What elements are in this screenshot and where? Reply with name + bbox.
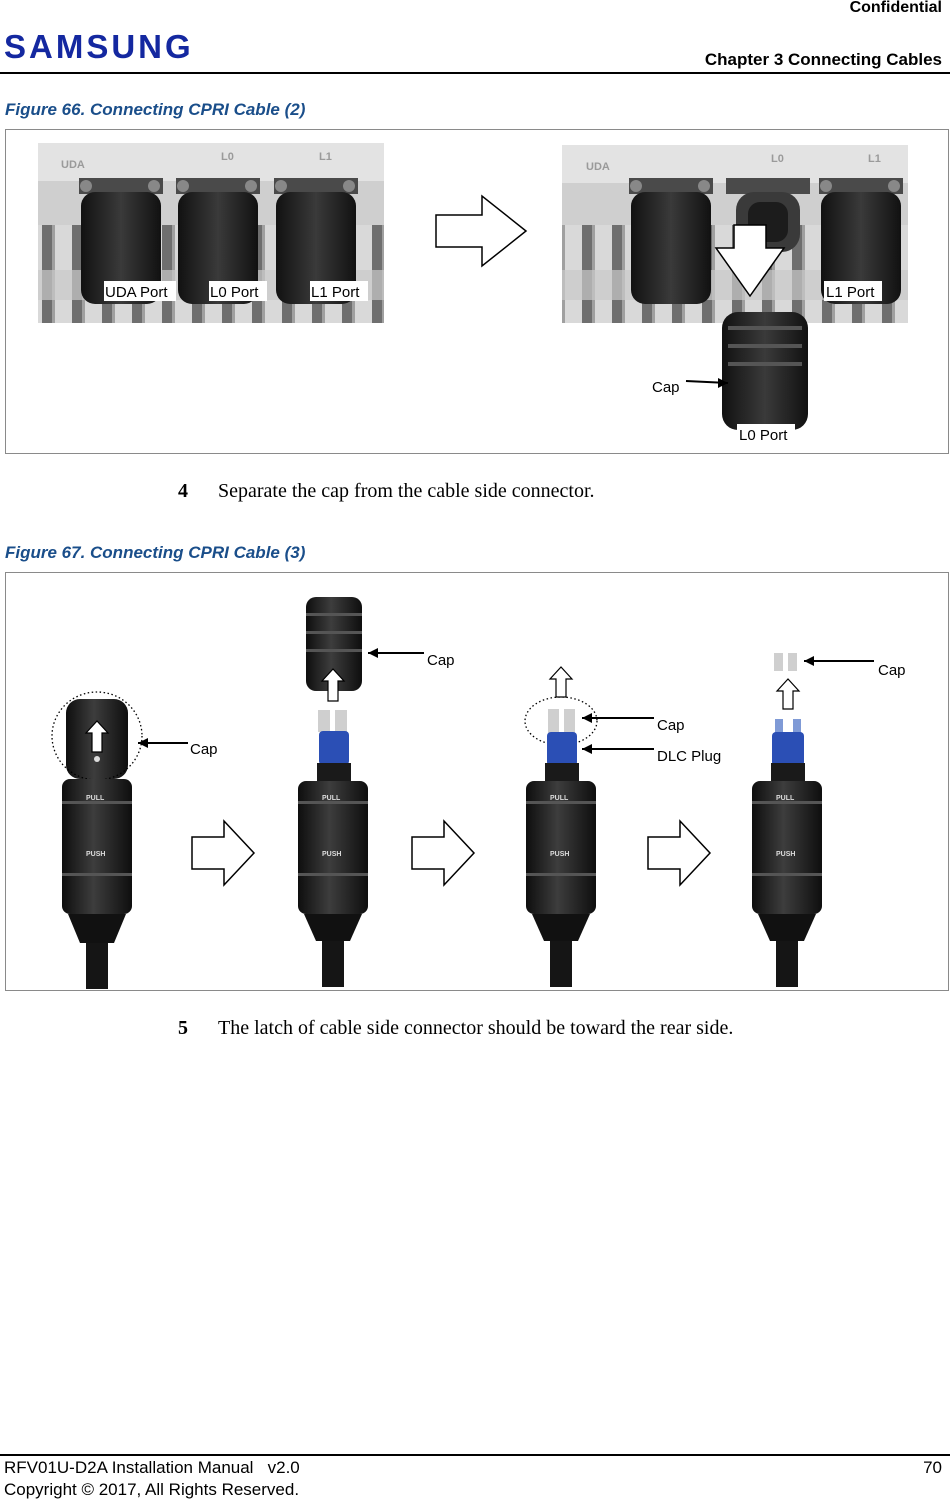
panel-uda-marking-right: UDA xyxy=(586,161,610,173)
panel-l0-marking-right: L0 xyxy=(771,153,784,165)
uda-port-cap xyxy=(79,178,163,304)
footer-manual-title: RFV01U-D2A Installation Manual v2.0 xyxy=(4,1458,300,1477)
cap-label-fig66: Cap xyxy=(652,379,680,396)
cap-label-2: Cap xyxy=(427,652,455,669)
cap-label-1: Cap xyxy=(190,741,218,758)
uda-port-cap-right xyxy=(629,178,713,304)
right-arrow-icon-3 xyxy=(647,819,712,887)
panel-uda-marking: UDA xyxy=(61,159,85,171)
svg-text:PULL: PULL xyxy=(776,795,795,802)
radio-bottom-panel-left: UDA L0 L1 UDA Port L0 Port xyxy=(38,143,384,323)
samsung-logo: SAMSUNG xyxy=(4,30,194,62)
svg-text:PUSH: PUSH xyxy=(86,851,105,858)
connector-with-cap: PULL PUSH Cap xyxy=(51,691,218,989)
figure-67-frame: PULL PUSH Cap Cap PULL PUSH xyxy=(5,572,949,991)
svg-text:PUSH: PUSH xyxy=(776,851,795,858)
l1-port-cap-right xyxy=(819,178,903,304)
connector-dustcaps-removed: Cap PULL PUSH xyxy=(752,653,906,987)
l1-port-cap xyxy=(274,178,358,304)
uda-port-label: UDA Port xyxy=(105,284,168,301)
step-5: 5 The latch of cable side connector shoul… xyxy=(178,1017,733,1040)
svg-text:PULL: PULL xyxy=(550,795,569,802)
right-arrow-icon-2 xyxy=(411,819,476,887)
cap-label-3: Cap xyxy=(657,717,685,734)
step-4: 4 Separate the cap from the cable side co… xyxy=(178,480,595,503)
svg-text:SAMSUNG: SAMSUNG xyxy=(4,30,194,62)
figure-66-frame: UDA L0 L1 UDA Port L0 Port xyxy=(5,129,949,454)
footer-rule xyxy=(0,1454,950,1456)
right-arrow-icon-1 xyxy=(191,819,256,887)
svg-text:PULL: PULL xyxy=(322,795,341,802)
right-arrow-icon xyxy=(435,194,528,268)
step-4-number: 4 xyxy=(178,480,188,502)
l0-port-cap xyxy=(176,178,260,304)
step-5-text: The latch of cable side connector should… xyxy=(218,1017,734,1039)
svg-text:PULL: PULL xyxy=(86,795,105,802)
footer-copyright: Copyright © 2017, All Rights Reserved. xyxy=(4,1480,300,1499)
l0-port-label: L0 Port xyxy=(210,284,259,301)
removed-cap: Cap L0 Port xyxy=(652,312,808,444)
connector-cap-removed: Cap PULL PUSH xyxy=(298,597,455,987)
svg-text:PUSH: PUSH xyxy=(550,851,569,858)
cap-label-4: Cap xyxy=(878,662,906,679)
page-number: 70 xyxy=(923,1458,942,1477)
l0-port-bottom-label: L0 Port xyxy=(739,427,788,444)
confidential-label: Confidential xyxy=(849,0,942,16)
figure-66-illustration: UDA L0 L1 UDA Port L0 Port xyxy=(38,143,908,444)
down-arrow-icon xyxy=(714,224,786,298)
figure-66-caption: Figure 66. Connecting CPRI Cable (2) xyxy=(5,100,306,119)
l1-port-label-right: L1 Port xyxy=(826,284,875,301)
panel-l0-marking: L0 xyxy=(221,151,234,163)
panel-l1-marking-right: L1 xyxy=(868,153,881,165)
header-rule xyxy=(0,72,950,74)
step-5-number: 5 xyxy=(178,1017,188,1039)
dlc-plug-label: DLC Plug xyxy=(657,748,721,765)
chapter-title: Chapter 3 Connecting Cables xyxy=(704,50,942,69)
figure-67-caption: Figure 67. Connecting CPRI Cable (3) xyxy=(5,543,306,562)
svg-text:PUSH: PUSH xyxy=(322,851,341,858)
l1-port-label: L1 Port xyxy=(311,284,360,301)
panel-l1-marking: L1 xyxy=(319,151,332,163)
step-4-text: Separate the cap from the cable side con… xyxy=(218,480,595,502)
figure-67-illustration: PULL PUSH Cap Cap PULL PUSH xyxy=(51,597,906,989)
connector-dlc-with-dustcaps: PULL PUSH Cap DLC Plug xyxy=(524,666,721,987)
radio-bottom-panel-right: UDA L0 L1 L1 Port xyxy=(562,145,908,323)
